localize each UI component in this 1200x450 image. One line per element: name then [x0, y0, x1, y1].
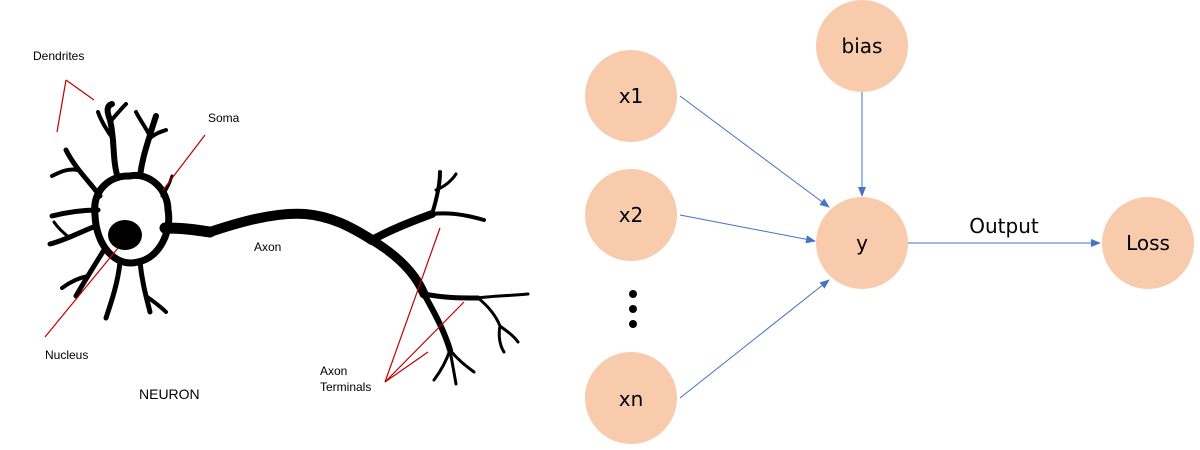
node-xn-label: xn: [619, 387, 644, 411]
node-loss: [1102, 197, 1194, 289]
node-x1-label: x1: [619, 84, 644, 108]
neuron-nucleus: [108, 220, 142, 250]
edge-x2-y: [679, 214, 816, 244]
node-loss-label: Loss: [1126, 231, 1170, 255]
soma-label: Soma: [208, 111, 240, 125]
node-bias: [816, 0, 908, 92]
ellipsis-dots: [629, 290, 637, 328]
axon-label: Axon: [254, 240, 281, 254]
neuron-illustration: Dendrites Soma Axon Nucleus Axon Termina…: [33, 49, 530, 402]
axon-terminals-label-line1: Axon: [320, 364, 347, 378]
neuron-axon: [159, 170, 530, 386]
node-x1: [585, 50, 677, 142]
node-x2: [585, 169, 677, 261]
neuron-title: NEURON: [139, 386, 200, 402]
node-bias-label: bias: [842, 34, 883, 58]
nucleus-pointer: [44, 247, 119, 338]
node-y-label: y: [856, 231, 868, 255]
perceptron-diagram: x1 x2 xn bias y Output Loss: [585, 0, 1194, 444]
node-y: [816, 197, 908, 289]
terminals-pointer: [384, 351, 429, 383]
dendrites-pointer: [65, 79, 95, 101]
dendrites-pointer: [56, 79, 67, 133]
neuron-dendrites: [47, 101, 174, 321]
neuron-pointers: [44, 79, 465, 383]
terminals-pointer: [384, 227, 441, 383]
axon-terminals-label-line2: Terminals: [320, 380, 371, 394]
soma-pointer: [162, 134, 206, 191]
node-x2-label: x2: [619, 203, 644, 227]
node-xn: [585, 352, 677, 444]
output-label: Output: [969, 214, 1039, 238]
terminals-pointer: [384, 301, 465, 383]
nucleus-label: Nucleus: [45, 348, 88, 362]
edge-xn-y: [679, 279, 830, 399]
edges: [679, 92, 1101, 399]
edge-x1-y: [679, 95, 830, 208]
dendrites-label: Dendrites: [33, 49, 84, 63]
